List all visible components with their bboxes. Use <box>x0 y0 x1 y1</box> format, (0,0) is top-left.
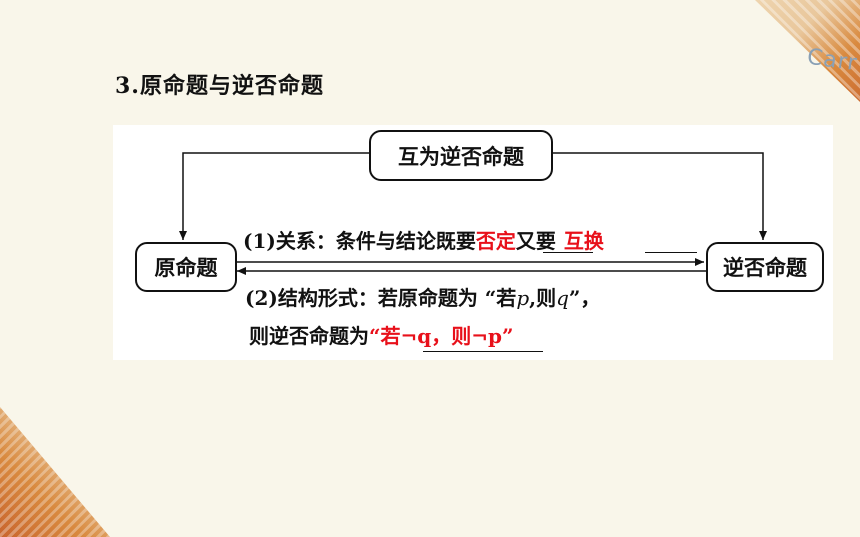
var-q: q <box>556 286 569 310</box>
relation-middle: 又要 <box>515 229 556 253</box>
structure-text-line2: 则逆否命题为“若¬q，则¬p” <box>249 320 514 349</box>
blank-underline-1 <box>543 252 593 253</box>
relation-answer-swap: 互换 <box>563 229 604 253</box>
structure-text-line1: (2)结构形式：若原命题为 “若p,则q”， <box>245 282 600 311</box>
section-heading: 3.原命题与逆否命题 <box>115 73 324 99</box>
structure-comma: ,则 <box>529 286 557 310</box>
relation-answer-negate: 否定 <box>475 229 516 253</box>
arrow-to-contrapositive <box>549 152 767 240</box>
diagram-panel: 互为逆否命题 原命题 逆否命题 (1)关系：条件与结论既要否定又要互换 (2)结… <box>113 125 833 360</box>
structure-close: ”， <box>568 286 601 310</box>
relation-prefix: (1)关系：条件与结论既要 <box>243 229 476 253</box>
blank-underline-2 <box>645 252 697 253</box>
blank-underline-3 <box>423 351 543 352</box>
diagram-connectors <box>179 152 767 275</box>
arrow-to-original <box>179 152 369 240</box>
structure-prefix: (2)结构形式：若原命题为 “若 <box>245 286 517 310</box>
corner-decoration-bottom-left <box>0 407 110 537</box>
var-p: p <box>516 286 530 310</box>
relation-text: (1)关系：条件与结论既要否定又要互换 <box>243 225 604 254</box>
structure-line2-prefix: 则逆否命题为 <box>249 324 369 348</box>
mutual-contrapositive-box: 互为逆否命题 <box>369 130 553 181</box>
original-proposition-box: 原命题 <box>135 242 237 292</box>
contrapositive-box: 逆否命题 <box>706 242 824 292</box>
structure-answer: “若¬q，则¬p” <box>369 324 514 348</box>
